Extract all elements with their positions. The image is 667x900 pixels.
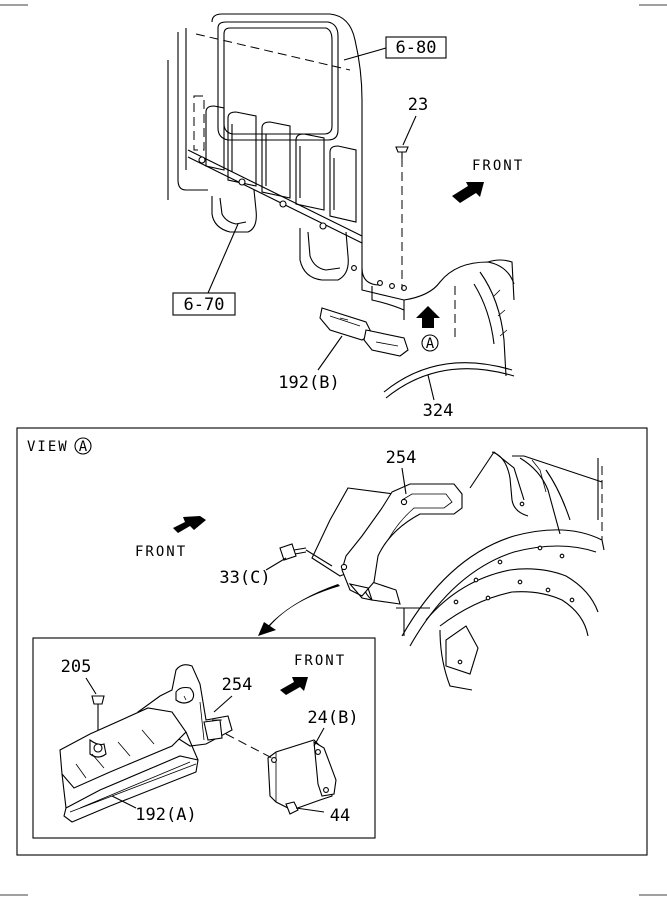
- svg-text:FRONT: FRONT: [472, 158, 524, 174]
- part-254-panel: 254: [311, 448, 463, 605]
- svg-text:FRONT: FRONT: [294, 653, 346, 669]
- svg-text:254: 254: [222, 675, 253, 695]
- svg-text:192(A): 192(A): [135, 805, 196, 825]
- svg-text:324: 324: [423, 401, 454, 421]
- part-192a-rail: 192(A): [59, 707, 199, 825]
- view-arrow-top: A: [416, 306, 440, 352]
- detail-curve-arrow: [258, 584, 340, 636]
- part-324: 324: [383, 362, 515, 421]
- part-33c: 33(C): [219, 543, 333, 588]
- svg-text:192(B): 192(B): [278, 373, 339, 393]
- crop-marks: [0, 4, 667, 896]
- svg-text:205: 205: [61, 657, 92, 677]
- panel-ribs: [193, 95, 357, 223]
- arrow-icon: [416, 306, 440, 328]
- svg-text:33(C): 33(C): [219, 568, 270, 588]
- front-arrow-inset: FRONT: [280, 653, 346, 695]
- view-a-frame: [16, 427, 648, 856]
- part-44: 44: [285, 801, 350, 826]
- front-arrow-top: FRONT: [452, 158, 524, 203]
- front-arrow-mid: FRONT: [135, 516, 206, 560]
- arrow-icon: [452, 182, 484, 203]
- part-23: 23: [395, 95, 428, 158]
- ref-6-80: 6-80: [343, 36, 447, 61]
- svg-text:44: 44: [330, 806, 350, 826]
- svg-text:254: 254: [386, 448, 417, 468]
- arrow-icon: [173, 516, 206, 533]
- detail-inset-frame: [32, 637, 376, 839]
- svg-text:6-70: 6-70: [184, 295, 225, 315]
- part-192b: 192(B): [278, 307, 409, 393]
- svg-text:A: A: [79, 439, 88, 455]
- svg-text:24(B): 24(B): [307, 708, 358, 728]
- view-a-title: VIEW A: [27, 437, 92, 455]
- view-a-wheel-arch-drawing: [396, 451, 605, 691]
- arrow-icon: [280, 677, 308, 695]
- svg-text:6-80: 6-80: [396, 38, 437, 58]
- ref-6-70: 6-70: [172, 223, 239, 316]
- cab-rear-panel-drawing: [167, 13, 515, 377]
- svg-text:FRONT: FRONT: [135, 544, 187, 560]
- svg-text:VIEW: VIEW: [27, 439, 69, 455]
- part-24b: 24(B): [225, 708, 359, 811]
- part-205: 205: [61, 657, 105, 740]
- svg-text:A: A: [426, 336, 435, 352]
- svg-text:23: 23: [408, 95, 428, 115]
